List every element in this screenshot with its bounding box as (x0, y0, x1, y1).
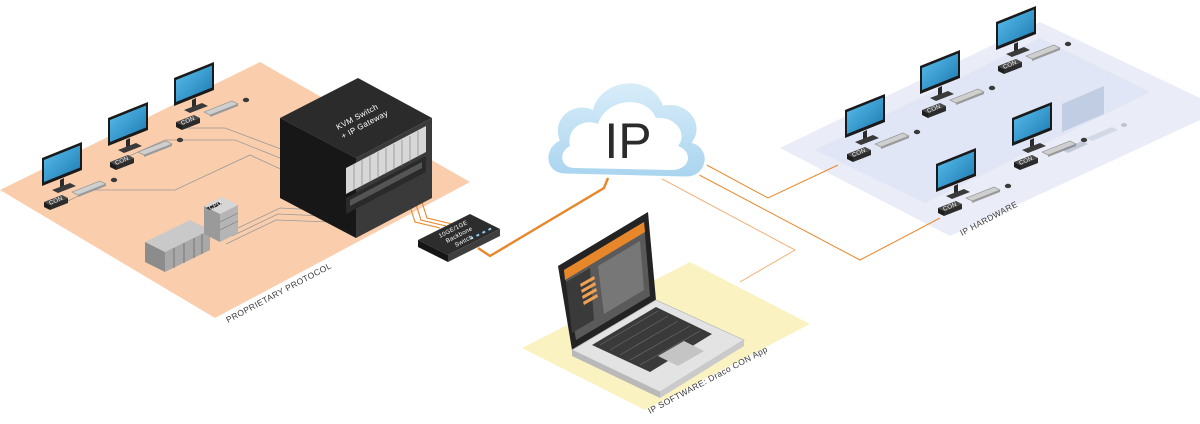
con-box (1062, 141, 1088, 153)
mouse-icon (1121, 123, 1127, 127)
cable-grey (231, 213, 326, 237)
proprietary-workstations: CON CON CON (41, 61, 250, 211)
con-label: CON (49, 196, 64, 207)
workstation-6: CON (995, 5, 1072, 75)
cloud-label: IP (604, 113, 651, 169)
con-label: CON (1003, 60, 1018, 71)
workstation-8: CON (1011, 101, 1088, 171)
laptop-icon (558, 212, 745, 398)
monitor-icon (1062, 86, 1104, 132)
workstation-7: CON (935, 147, 1012, 217)
cable-grey (225, 219, 331, 245)
workstation-4: CON (844, 93, 921, 163)
workstation-1: CON (41, 141, 118, 211)
cable-cloud-to-hardware-lower (651, 149, 941, 261)
cable-cloud-to-laptop (635, 164, 797, 283)
ip-hardware-zone: IP HARDWARE (780, 22, 1200, 238)
workstation-5: CON (919, 49, 996, 119)
workstation-2: CON (107, 101, 184, 171)
kvm-switch-gateway: KVM Switch + IP Gateway (280, 78, 432, 238)
cable-backbone-to-cloud (477, 177, 610, 258)
ip-hardware-workstations: CON CON CON CON CON (844, 5, 1127, 217)
server-rack-icon: CPU (145, 197, 239, 272)
con-label: CON (943, 202, 958, 213)
cpu-unit: CPU (204, 197, 239, 242)
server-block (145, 220, 210, 272)
con-label: CON (927, 104, 942, 115)
cable-orange (419, 195, 453, 225)
con-label: CON (852, 148, 867, 159)
con-label: CON (115, 156, 130, 167)
con-label: CON (1019, 156, 1034, 167)
ghost-workstation (1062, 86, 1127, 153)
cloud-icon: IP (545, 80, 708, 180)
workstation-3: CON (173, 61, 250, 131)
keyboard-icon (1086, 127, 1118, 141)
ip-hardware-zone-upper-shelf (815, 38, 1150, 203)
cpu-label: CPU (208, 200, 223, 211)
con-label: CON (181, 116, 196, 127)
